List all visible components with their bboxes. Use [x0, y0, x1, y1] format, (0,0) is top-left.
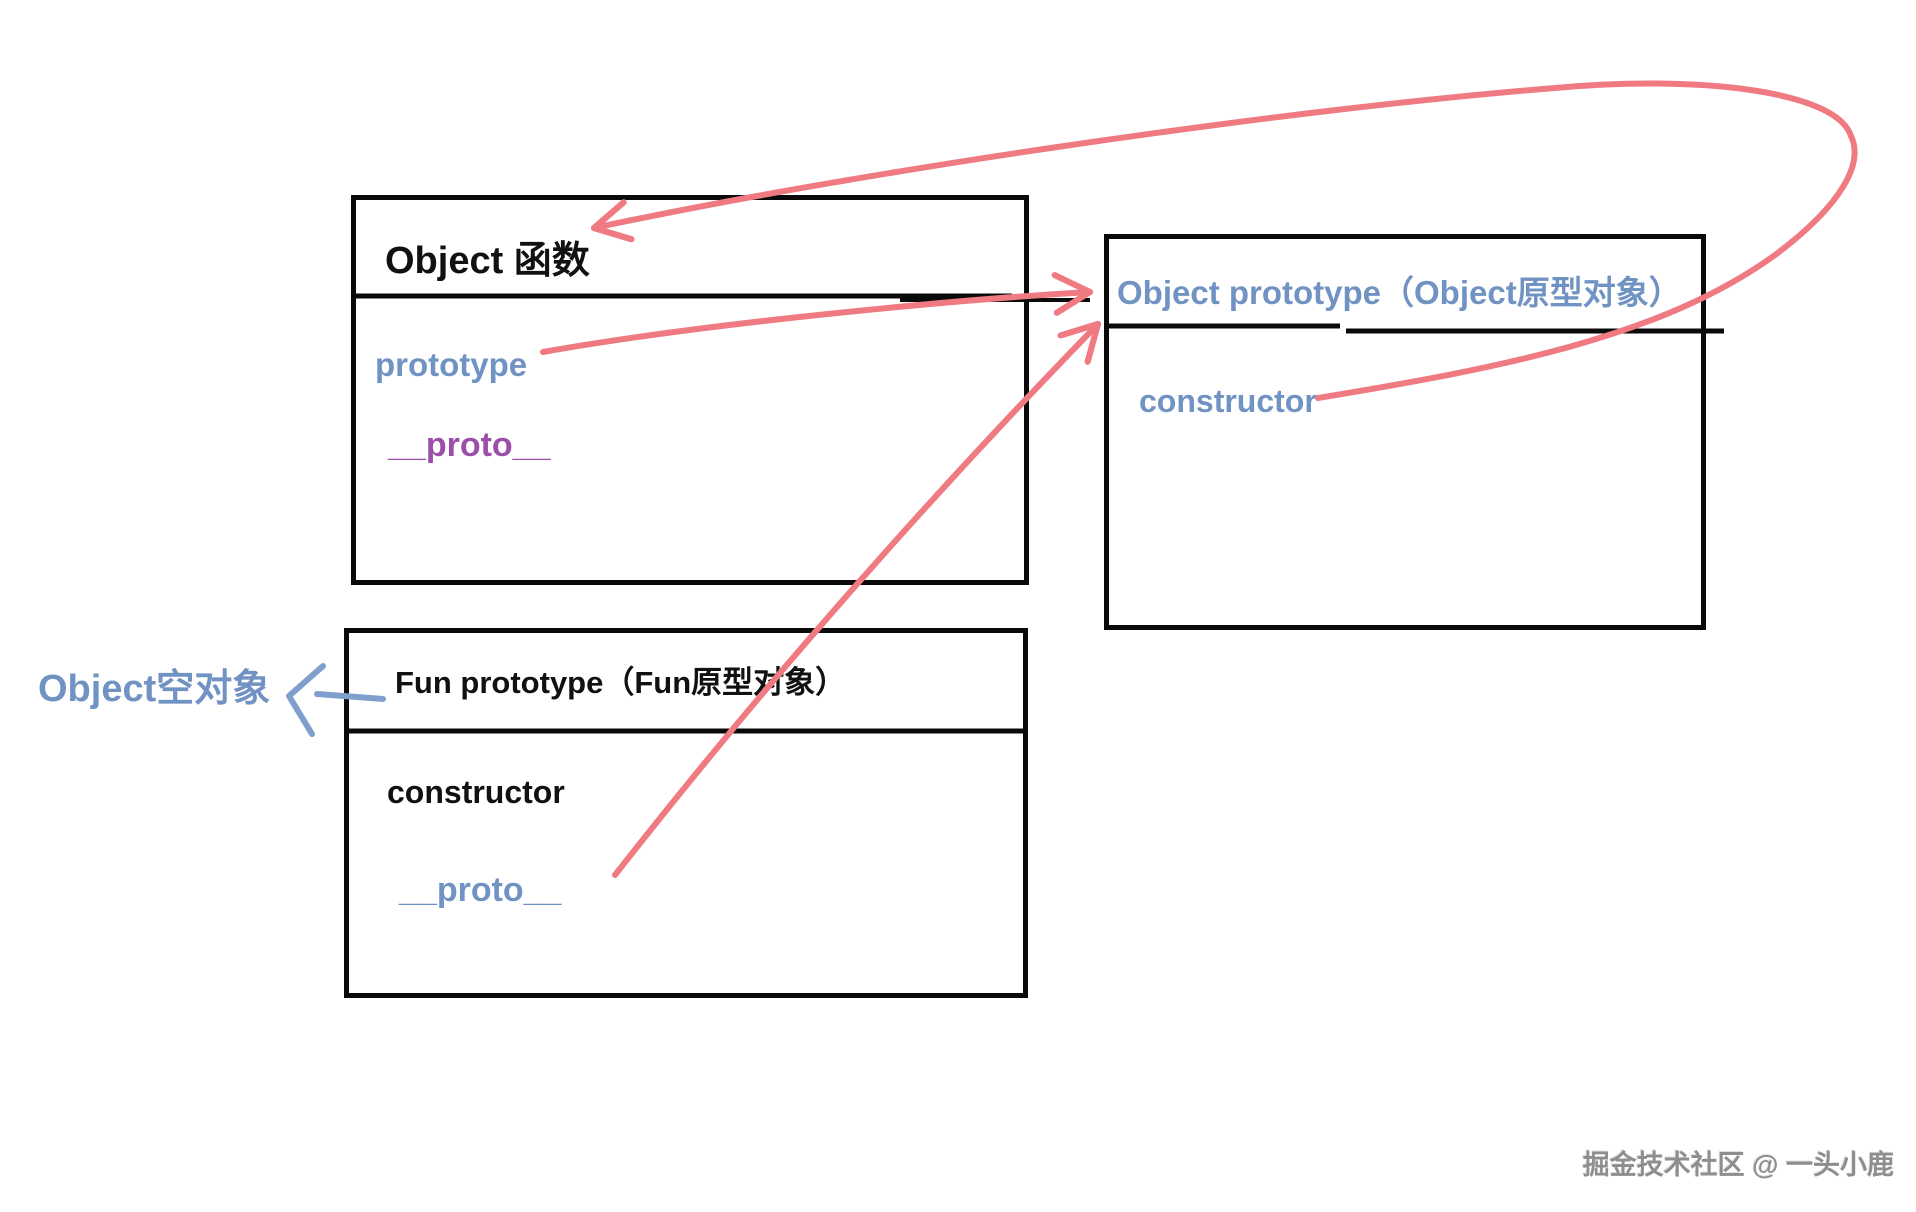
object-empty-label: Object空对象	[38, 668, 271, 710]
fun-prototype-box: Fun prototype（Fun原型对象） constructor __pro…	[344, 628, 1028, 998]
fun-prototype-proto-label: __proto__	[399, 871, 562, 909]
object-function-box: Object 函数 prototype __proto__	[351, 195, 1029, 585]
object-prototype-constructor-label: constructor	[1139, 383, 1317, 419]
prototype-member-label: prototype	[375, 346, 528, 383]
fun-prototype-title: Fun prototype（Fun原型对象）	[395, 665, 847, 700]
object-prototype-box: Object prototype（Object原型对象） constructor	[1104, 234, 1706, 630]
watermark-text: 掘金技术社区 @ 一头小鹿	[1582, 1150, 1894, 1180]
object-function-title: Object 函数	[385, 240, 590, 282]
proto-member-label-purple: __proto__	[388, 426, 551, 464]
object-prototype-title: Object prototype（Object原型对象）	[1117, 274, 1682, 311]
fun-prototype-constructor-label: constructor	[387, 774, 565, 810]
